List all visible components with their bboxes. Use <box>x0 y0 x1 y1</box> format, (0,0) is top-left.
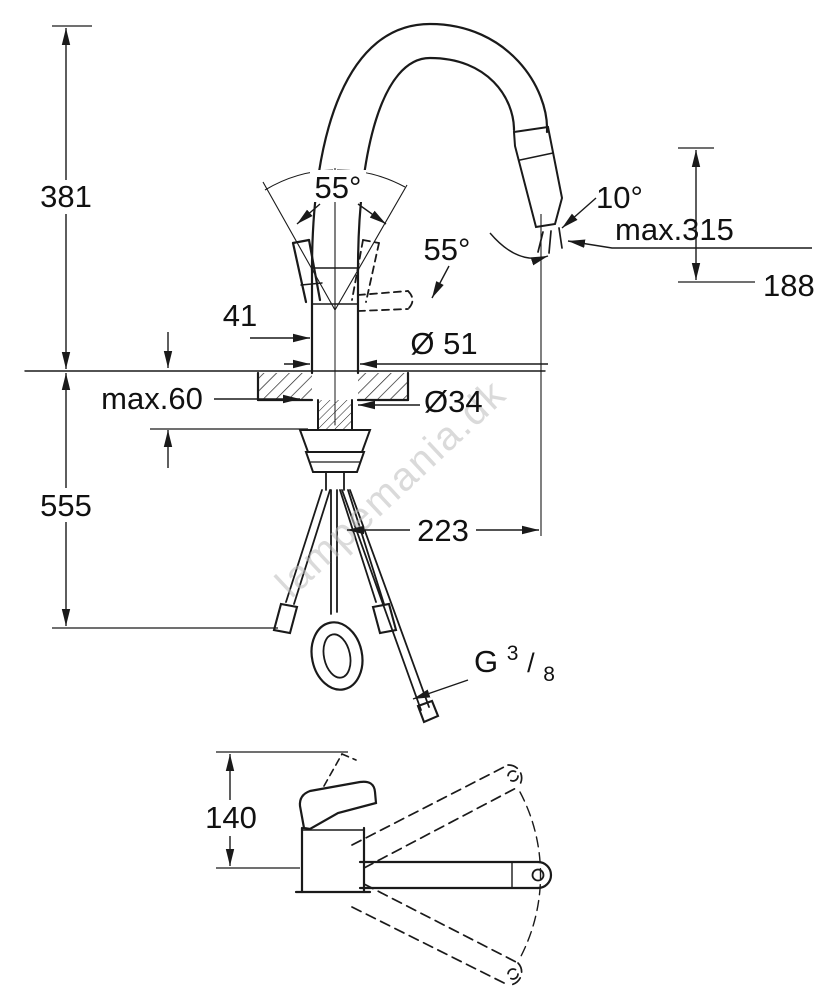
mounting-nut <box>304 451 366 473</box>
swing-arc <box>519 791 542 959</box>
front-view <box>24 22 564 724</box>
thread-g: G <box>474 644 498 679</box>
handle-lever-dashed <box>351 239 380 303</box>
dim-223-label: 223 <box>417 513 469 548</box>
side-lever <box>298 780 378 831</box>
dim-max315-leader <box>567 239 812 249</box>
thread-numerator: 3 <box>507 642 519 665</box>
side-outlet-dashed <box>357 290 414 312</box>
dim-51-label: Ø 51 <box>410 326 477 361</box>
handle-lever <box>291 238 323 304</box>
dim-55-right-label: 55° <box>424 232 471 267</box>
dim-41-label: 41 <box>223 298 257 333</box>
dim-34-label: Ø34 <box>424 384 483 419</box>
dim-55-left-label: 55° <box>315 170 362 205</box>
hose-ring <box>310 621 364 691</box>
mounting-washer <box>298 429 372 453</box>
thread-leader <box>412 679 469 700</box>
spray-head <box>512 125 564 254</box>
deck-hatch-right <box>358 373 408 400</box>
dim-381-label: 381 <box>40 179 92 214</box>
side-view <box>294 753 553 986</box>
spout-outer <box>310 22 549 272</box>
mounting-shank <box>298 399 372 473</box>
dim-140-label: 140 <box>205 800 257 835</box>
thread-slash: / <box>527 648 535 678</box>
dimension-labels: 381 55° 55° 10° max.315 188 41 Ø 51 max.… <box>38 170 815 836</box>
side-spout-swing-dashed <box>351 764 542 986</box>
side-lever-raised-dashed <box>323 753 357 787</box>
side-spout <box>358 860 553 890</box>
dim-188-label: 188 <box>763 268 815 303</box>
thread-label: G 3 / 8 <box>474 632 555 686</box>
thread-denominator: 8 <box>543 663 555 686</box>
swivel-arc <box>489 232 549 266</box>
deck-hatch-left <box>258 373 312 400</box>
side-base <box>294 826 372 894</box>
dim-max315-label: max.315 <box>615 212 734 247</box>
dim-555-label: 555 <box>40 488 92 523</box>
dim-10-label: 10° <box>596 180 643 215</box>
dim-max60-label: max.60 <box>101 381 203 416</box>
